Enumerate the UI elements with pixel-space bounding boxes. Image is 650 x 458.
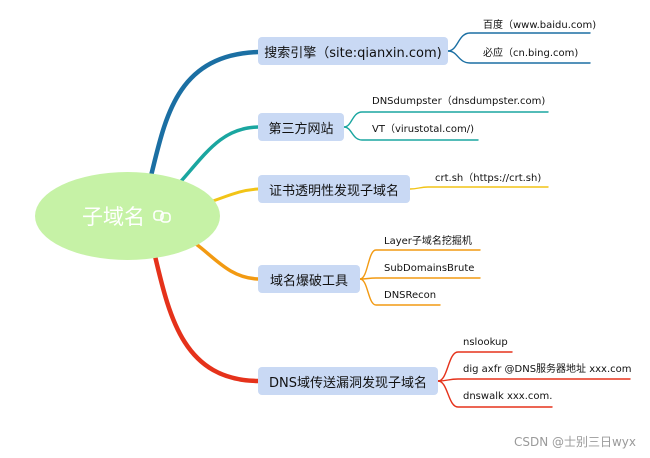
trunk-connector-0 — [147, 49, 261, 183]
root-node[interactable]: 子域名 — [35, 172, 220, 260]
leaf-connector-1-1 — [343, 126, 479, 141]
leaf-dnsrecon: DNSRecon — [384, 290, 437, 301]
leaf-bing: 必应（cn.bing.com) — [483, 48, 579, 59]
leaf-virustotal: VT（virustotal.com/) — [372, 124, 474, 135]
leaf-connector-4-2 — [437, 380, 553, 408]
branch-third-party-sites[interactable]: 第三方网站 — [258, 113, 344, 141]
leaf-baidu: 百度（www.baidu.com) — [483, 20, 597, 31]
branch-label: 证书透明性发现子域名 — [268, 183, 399, 199]
leaf-connector-1-0 — [343, 111, 549, 128]
leaf-layer: Layer子域名挖掘机 — [384, 236, 472, 247]
link-icon — [153, 210, 171, 223]
leaf-connector-0-0 — [447, 32, 591, 52]
branch-label: 第三方网站 — [268, 121, 334, 137]
branch-dns-zone-transfer[interactable]: DNS域传送漏洞发现子域名 — [258, 367, 438, 395]
leaf-dig-axfr: dig axfr @DNS服务器地址 xxx.com — [463, 364, 632, 375]
leaf-connector-4-0 — [437, 351, 513, 382]
leaf-connector-0-1 — [447, 50, 591, 64]
branch-search-engine[interactable]: 搜索引擎（site:qianxin.com) — [258, 37, 448, 65]
trunk-connector-4 — [152, 253, 261, 384]
leaf-connector-4-1 — [437, 378, 631, 382]
trunk-connector-3 — [194, 242, 260, 281]
leaf-crtsh: crt.sh（https://crt.sh) — [435, 173, 542, 184]
leaf-dnswalk: dnswalk xxx.com. — [463, 391, 553, 402]
trunk-connector-2 — [208, 187, 260, 204]
branch-label: DNS域传送漏洞发现子域名 — [269, 375, 427, 391]
trunk-connector-1 — [173, 125, 260, 190]
branch-certificate-transparency[interactable]: 证书透明性发现子域名 — [258, 175, 410, 203]
root-label: 子域名 — [82, 205, 145, 229]
leaf-connector-3-2 — [359, 278, 441, 306]
leaf-connector-3-1 — [359, 277, 481, 280]
leaf-connector-2-0 — [409, 186, 549, 190]
branch-label: 搜索引擎（site:qianxin.com) — [264, 45, 442, 61]
leaf-subdomainsbrute: SubDomainsBrute — [384, 263, 475, 274]
branch-label: 域名爆破工具 — [269, 273, 348, 289]
branch-bruteforce-tools[interactable]: 域名爆破工具 — [258, 265, 360, 293]
leaf-nslookup: nslookup — [463, 337, 508, 348]
leaf-dnsdumpster: DNSdumpster（dnsdumpster.com) — [372, 96, 546, 107]
watermark: CSDN @士别三日wyx — [513, 435, 636, 449]
leaf-connector-3-0 — [359, 249, 481, 280]
